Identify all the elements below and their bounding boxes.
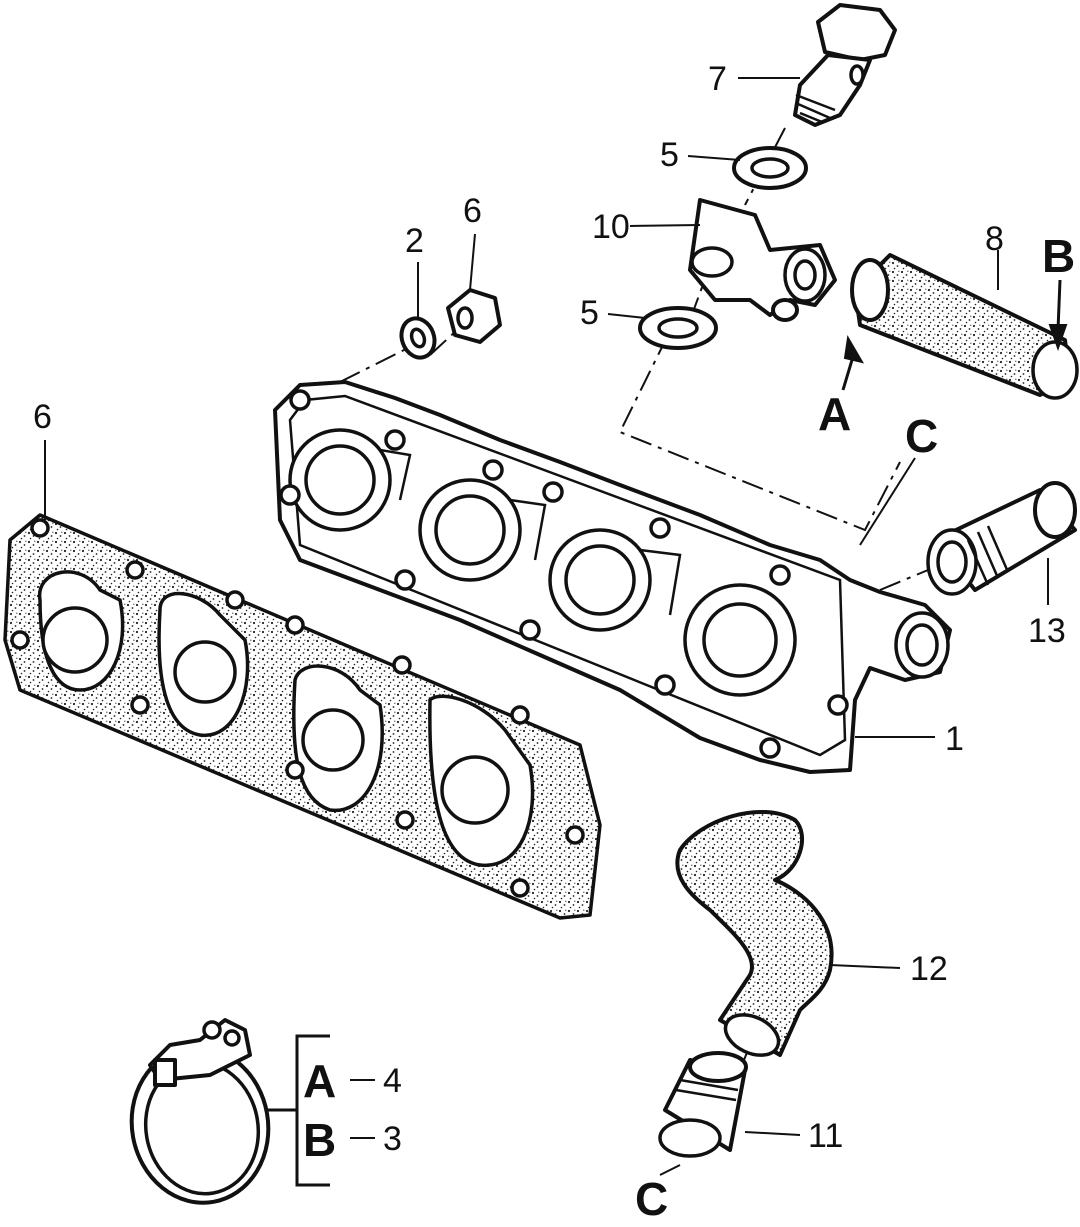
connector-part-13 — [926, 481, 1077, 596]
letter-C-bottom: C — [635, 1173, 668, 1222]
label-11: 11 — [808, 1117, 843, 1155]
lock-washer-part-2 — [399, 316, 437, 360]
washer-part-5-bottom — [638, 306, 718, 350]
gasket-part-7 — [3, 513, 602, 920]
banjo-bolt-part-8 — [793, 3, 897, 127]
label-5a: 5 — [660, 136, 679, 174]
label-9: 8 — [985, 220, 1004, 258]
letter-C-top: C — [905, 410, 938, 462]
letter-B-arrow: B — [1042, 230, 1075, 282]
label-2: 2 — [405, 222, 424, 260]
label-4: 4 — [383, 1062, 402, 1100]
label-12: 12 — [910, 950, 948, 988]
callout-labels: 7 5 10 5 2 6 6 6 8 13 1 12 11 4 3 — [33, 60, 1066, 1158]
hose-clamp-parts-3-4 — [129, 1018, 271, 1205]
letter-A-arrow: A — [818, 388, 851, 440]
legend-bracket — [268, 1034, 330, 1187]
washer-part-5-top — [732, 146, 808, 190]
label-6: 6 — [463, 192, 482, 230]
label-3: 3 — [383, 1120, 402, 1158]
leader-lines — [44, 77, 1049, 1176]
fitting-part-11 — [658, 1051, 748, 1158]
label-7-text: 6 — [33, 398, 52, 436]
manifold-part-1 — [273, 380, 952, 774]
letter-labels: A B C C A B — [303, 230, 1075, 1225]
legend-letter-B: B — [303, 1114, 336, 1166]
banjo-union-part-10 — [688, 198, 837, 322]
hose-part-12 — [675, 810, 834, 1057]
legend-letter-A: A — [303, 1055, 336, 1107]
label-8: 7 — [708, 60, 727, 98]
label-10: 10 — [592, 208, 630, 246]
flow-arrows — [841, 279, 1068, 391]
label-13: 13 — [1028, 612, 1066, 650]
label-1: 1 — [945, 720, 964, 758]
nut-part-6 — [446, 288, 502, 344]
label-5b: 5 — [580, 294, 599, 332]
